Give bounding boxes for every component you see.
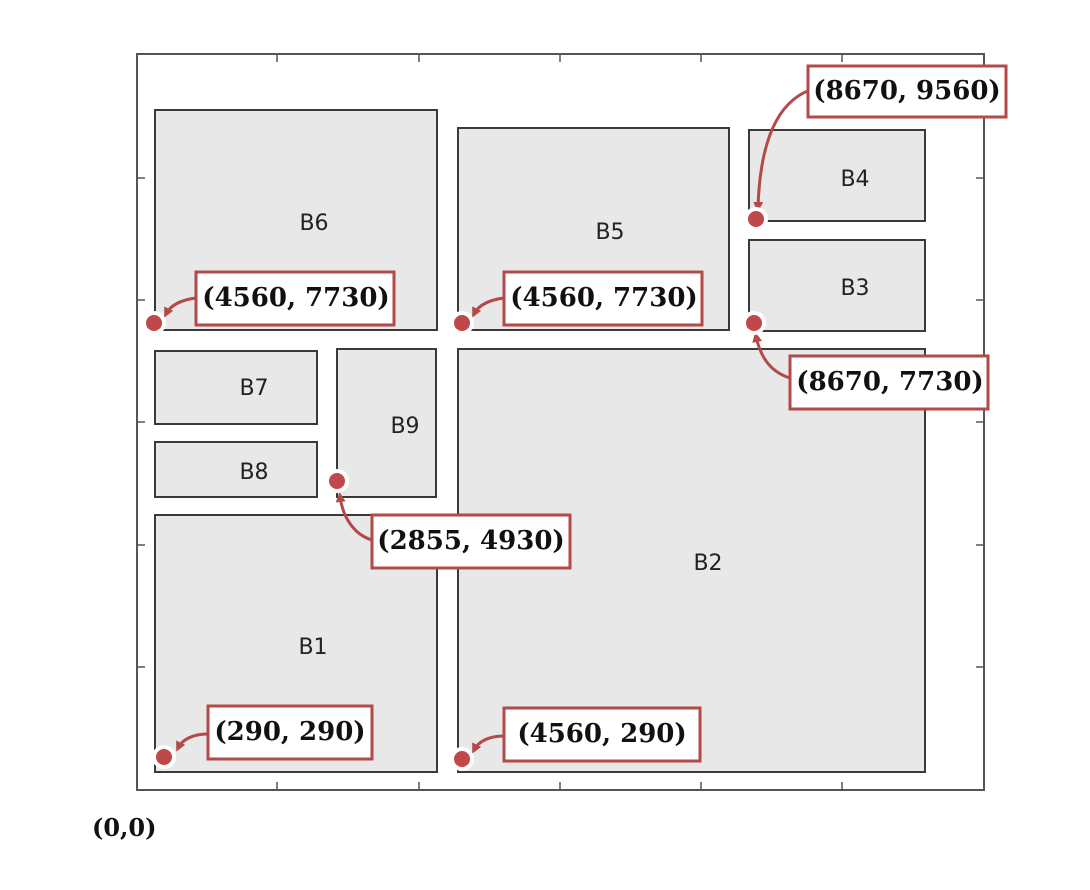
origin-label: (0,0) — [92, 813, 156, 842]
block-b7: B7 — [154, 350, 318, 425]
callout-b2-corner: (4560, 290) — [450, 706, 702, 771]
callout-text-b9-corner: (2855, 4930) — [377, 526, 564, 556]
block-b9: B9 — [336, 348, 437, 498]
callout-text-b4-corner: (8670, 9560) — [813, 76, 1000, 106]
callout-text-b3-corner: (8670, 7730) — [796, 367, 983, 397]
callout-b5-corner: (4560, 7730) — [450, 270, 704, 335]
block-label-b7: B7 — [239, 376, 268, 401]
callout-text-b2-corner: (4560, 290) — [517, 719, 686, 749]
callout-b1-corner: (290, 290) — [152, 704, 374, 769]
callout-text-b5-corner: (4560, 7730) — [510, 283, 697, 313]
corner-marker-b3 — [746, 315, 762, 331]
corner-marker-b5 — [454, 315, 470, 331]
block-label-b6: B6 — [299, 211, 328, 236]
block-label-b3: B3 — [840, 276, 869, 301]
corner-marker-b9 — [329, 473, 345, 489]
corner-marker-b1 — [156, 749, 172, 765]
corner-marker-b6 — [146, 315, 162, 331]
callout-text-b1-corner: (290, 290) — [214, 717, 365, 747]
axis-ticks — [137, 54, 984, 790]
block-b8: B8 — [154, 441, 318, 498]
callout-b4-corner: (8670, 9560) — [744, 64, 1008, 231]
block-b3: B3 — [748, 239, 926, 332]
block-label-b1: B1 — [298, 635, 327, 660]
corner-marker-b2 — [454, 751, 470, 767]
callout-b3-corner: (8670, 7730) — [742, 311, 990, 411]
block-label-b8: B8 — [239, 460, 268, 485]
block-b4: B4 — [748, 129, 926, 222]
block-label-b9: B9 — [390, 414, 419, 439]
callout-text-b6-corner: (4560, 7730) — [202, 283, 389, 313]
block-label-b4: B4 — [840, 167, 869, 192]
corner-marker-b4 — [748, 211, 764, 227]
block-label-b5: B5 — [595, 220, 624, 245]
block-label-b2: B2 — [693, 551, 722, 576]
callout-b9-corner: (2855, 4930) — [325, 469, 572, 570]
callout-b6-corner: (4560, 7730) — [142, 270, 396, 335]
